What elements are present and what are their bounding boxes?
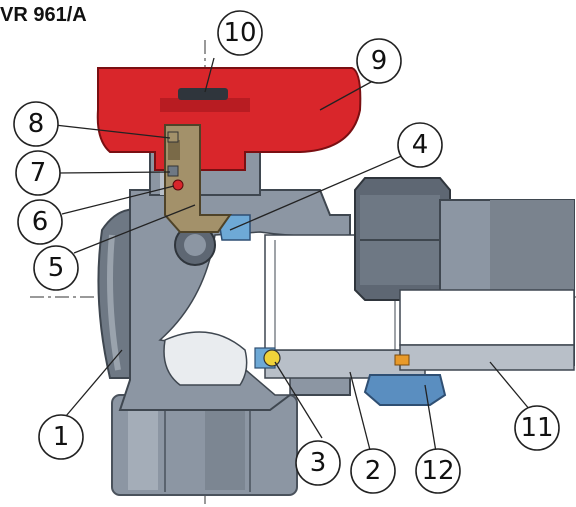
blue-union-nut [363,374,447,406]
callout-number: 7 [30,158,47,188]
o-ring-middle [167,165,179,177]
callout-5: 5 [33,245,79,291]
handle-screw [178,88,228,100]
callout-number: 12 [421,456,454,486]
callout-number: 11 [520,413,553,443]
callout-8: 8 [13,101,59,147]
callout-3: 3 [295,440,341,486]
callout-number: 8 [28,109,45,139]
bottom-fitting [111,394,298,496]
callout-number: 9 [371,46,388,76]
callout-2: 2 [350,448,396,494]
diagram-title: VR 961/A [0,4,87,26]
callout-number: 4 [412,130,429,160]
callout-11: 11 [514,405,560,451]
callout-7: 7 [15,150,61,196]
callout-number: 6 [32,207,49,237]
callout-1: 1 [38,414,84,460]
callout-number: 10 [223,18,256,48]
stem-washer [167,131,179,143]
callout-number: 5 [48,253,65,283]
brass-stem [164,124,232,233]
red-t-handle [96,67,362,171]
callout-number: 2 [365,456,382,486]
callout-4: 4 [397,122,443,168]
callout-6: 6 [17,199,63,245]
tailpiece [394,199,575,371]
hex-union-nut [354,177,451,301]
callout-number: 1 [53,422,70,452]
callout-12: 12 [415,448,461,494]
callouts: 10 9 8 4 7 6 5 1 3 2 12 11 [13,10,560,494]
callout-number: 3 [310,448,327,478]
callout-9: 9 [356,38,402,84]
o-ring-lower [172,179,184,191]
seat-seal-lower [254,347,281,369]
callout-10: 10 [217,10,263,56]
leader-lines [45,57,531,453]
